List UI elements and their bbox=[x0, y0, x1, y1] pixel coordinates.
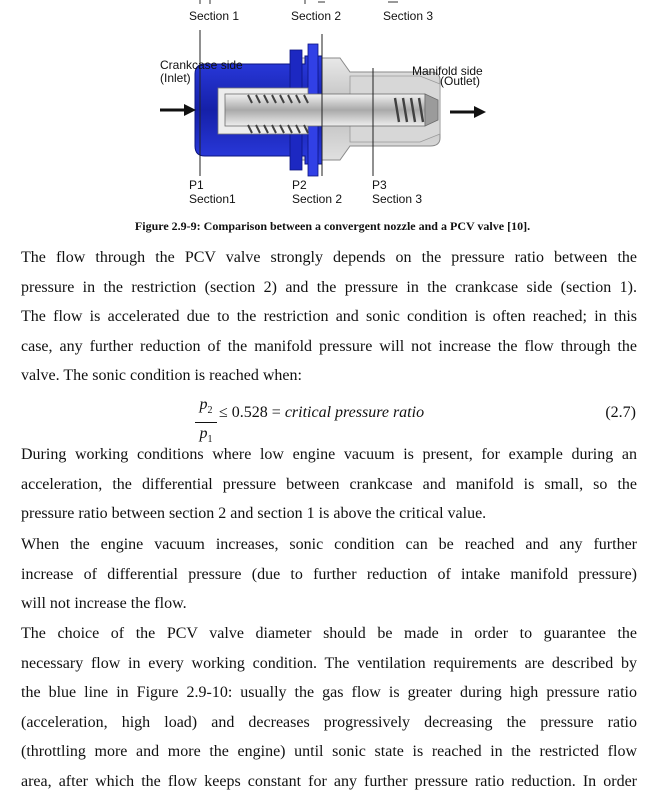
bottom-label-p2: P2 bbox=[292, 178, 307, 192]
numerator-subscript: 2 bbox=[207, 405, 213, 417]
bottom-label-p1: P1 bbox=[189, 178, 204, 192]
paragraph-1: The flow through the PCV valve strongly … bbox=[21, 243, 637, 391]
inlet-label-line-1: Crankcase side bbox=[160, 58, 243, 72]
inlet-label-line-2: (Inlet) bbox=[160, 71, 191, 85]
section-lines bbox=[199, 30, 374, 176]
valve-plunger bbox=[224, 93, 439, 127]
text-line: (throttling more and more the engine) un… bbox=[21, 743, 637, 760]
bottom-label-section2: Section 2 bbox=[292, 192, 343, 206]
bottom-label-p3: P3 bbox=[372, 178, 387, 192]
text-line: the blue line in Figure 2.9-10: usually … bbox=[21, 684, 637, 701]
text-line: The choice of the PCV valve diameter sho… bbox=[21, 625, 637, 642]
outlet-label-line-2: (Outlet) bbox=[440, 74, 481, 88]
pcv-valve-diagram bbox=[160, 0, 486, 177]
paragraph-4: The choice of the PCV valve diameter sho… bbox=[21, 619, 637, 796]
text-line: area, after which the flow keeps constan… bbox=[21, 772, 637, 790]
denominator: p bbox=[199, 425, 208, 443]
text-line: (acceleration, high load) and decreases … bbox=[21, 713, 637, 731]
paragraph-2: During working conditions where low engi… bbox=[21, 440, 637, 529]
top-label-section-3: Section 3 bbox=[383, 9, 434, 23]
text-line: valve. The sonic condition is reached wh… bbox=[21, 367, 302, 384]
text-line: pressure ratio between section 2 and sec… bbox=[21, 505, 487, 522]
text-line: When the engine vacuum increases, sonic … bbox=[21, 536, 637, 553]
outlet-label-line-1: Manifold side bbox=[412, 64, 483, 78]
denominator-subscript: 1 bbox=[207, 434, 213, 446]
text-line: The flow through the PCV valve strongly … bbox=[21, 249, 637, 266]
numerator: p bbox=[199, 396, 208, 413]
text-line: case, any further reduction of the manif… bbox=[21, 337, 637, 355]
figure-caption: Figure 2.9-9: Comparison between a conve… bbox=[134, 219, 531, 233]
bottom-label-section1: Section1 bbox=[189, 192, 236, 206]
equation-number: (2.7) bbox=[605, 404, 636, 421]
equation-relation: ≤ 0.528 = bbox=[219, 404, 285, 421]
equation-2-7: p2 p1 ≤ 0.528 = critical pressure ratio … bbox=[0, 395, 665, 445]
equation-term: critical pressure ratio bbox=[284, 404, 425, 421]
top-tick-stubs bbox=[199, 0, 398, 4]
text-line: increase of differential pressure (due t… bbox=[21, 565, 637, 583]
equation-rhs: ≤ 0.528 = critical pressure ratio bbox=[219, 404, 424, 422]
text-line: acceleration, the differential pressure … bbox=[21, 475, 637, 493]
fraction-bar bbox=[195, 422, 217, 424]
text-line: will not increase the flow. bbox=[21, 595, 187, 612]
pcv-valve-figure: Section 1 Section 2 Section 3 Crankcase … bbox=[0, 0, 665, 210]
valve-spring bbox=[247, 94, 425, 134]
outlet-arrow bbox=[450, 106, 486, 118]
text-line: The flow is accelerated due to the restr… bbox=[21, 308, 637, 325]
pressure-ratio-fraction: p2 p1 bbox=[195, 395, 217, 450]
inlet-arrow bbox=[160, 104, 196, 116]
top-label-section-1: Section 1 bbox=[189, 9, 240, 23]
top-label-section-2: Section 2 bbox=[291, 9, 342, 23]
text-line: During working conditions where low engi… bbox=[21, 446, 637, 463]
text-line: necessary flow in every working conditio… bbox=[21, 654, 637, 672]
paragraph-3: When the engine vacuum increases, sonic … bbox=[21, 530, 637, 619]
bottom-label-section3: Section 3 bbox=[372, 192, 423, 206]
text-line: pressure in the restriction (section 2) … bbox=[21, 278, 637, 296]
